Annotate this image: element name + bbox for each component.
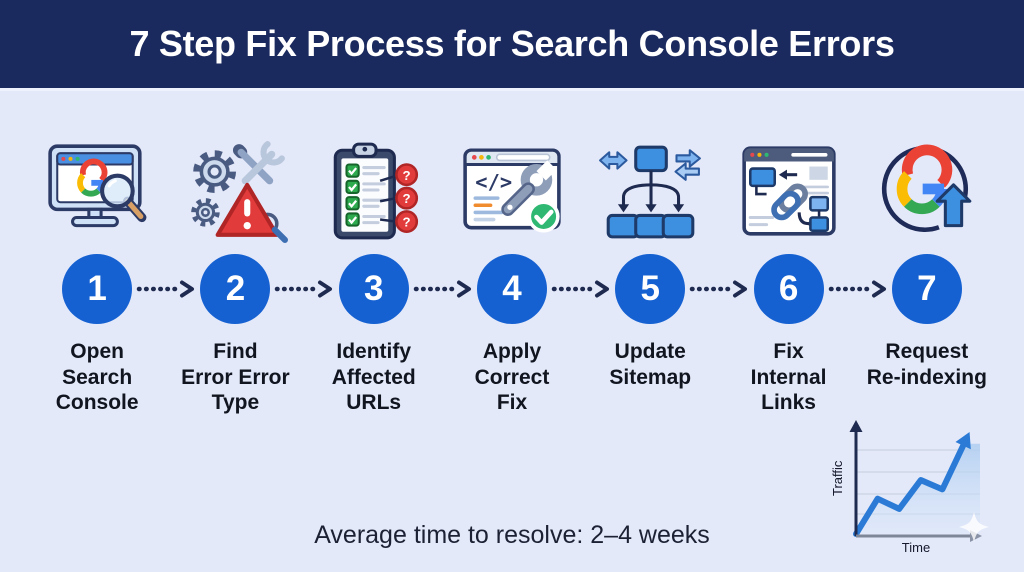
step-label: Open Search Console: [55, 340, 139, 415]
trend-line: [853, 440, 967, 537]
step-column-6: 6 Fix Internal Links: [719, 136, 886, 416]
step-label: Apply Correct Fix: [474, 340, 550, 415]
step-number-badge: 4: [476, 254, 547, 324]
step-number: 2: [225, 269, 246, 308]
monitor-google-search-icon: [44, 136, 150, 246]
steps-row: 1 Open Search Console: [0, 136, 1024, 416]
step-number: 1: [87, 269, 107, 308]
step-number-badge: 1: [62, 254, 133, 324]
svg-text:?: ?: [402, 215, 410, 230]
step-column-7: 7 Request Re-indexing: [858, 136, 996, 416]
page-title: 7 Step Fix Process for Search Console Er…: [129, 23, 895, 64]
sitemap-icon: [597, 136, 703, 246]
step-number: 7: [917, 269, 937, 308]
average-time-note: Average time to resolve: 2–4 weeks: [314, 521, 710, 549]
y-axis-label: Traffic: [832, 460, 845, 496]
step-label: Find Error Error Type: [181, 340, 290, 415]
svg-text:?: ?: [402, 168, 410, 183]
x-axis-label: Time: [902, 540, 930, 555]
header-banner: 7 Step Fix Process for Search Console Er…: [0, 0, 1024, 91]
step-label: Request Re-indexing: [866, 340, 987, 389]
step-number: 3: [363, 269, 384, 308]
code-wrench-check-icon: </>: [459, 136, 565, 246]
step-number: 4: [502, 269, 522, 308]
step-number-badge: 7: [891, 254, 962, 324]
step-label: Identify Affected URLs: [331, 340, 416, 415]
step-number: 6: [778, 269, 799, 308]
step-number-badge: 6: [753, 254, 824, 324]
trend-area: [856, 443, 980, 534]
step-number-badge: 5: [615, 254, 686, 324]
step-number-badge: 2: [200, 254, 271, 324]
trend-arrowhead-icon: [955, 432, 971, 450]
step-column-3: ? ? ? 3 Identify Affected URLs: [305, 136, 471, 416]
internal-links-icon: [736, 136, 842, 246]
step-column-5: 5 Update Sitemap: [581, 136, 748, 416]
svg-text:</>: </>: [475, 170, 512, 194]
svg-text:?: ?: [402, 191, 410, 206]
step-column-2: 2 Find Error Error Type: [166, 136, 333, 416]
checklist-questions-icon: ? ? ?: [321, 136, 427, 246]
step-number-badge: 3: [338, 254, 409, 324]
step-label: Fix Internal Links: [750, 340, 827, 415]
step-number: 5: [640, 269, 661, 308]
step-column-1: 1 Open Search Console: [28, 136, 195, 416]
step-column-4: </> 4 Apply Correct Fix: [443, 136, 609, 416]
sparkle-icon: [959, 512, 989, 542]
gears-warning-tools-icon: [182, 136, 289, 246]
google-reindex-arrow-icon: [874, 136, 980, 246]
traffic-trend-chart: Traffic Time: [830, 406, 996, 558]
step-label: Update Sitemap: [609, 340, 692, 389]
